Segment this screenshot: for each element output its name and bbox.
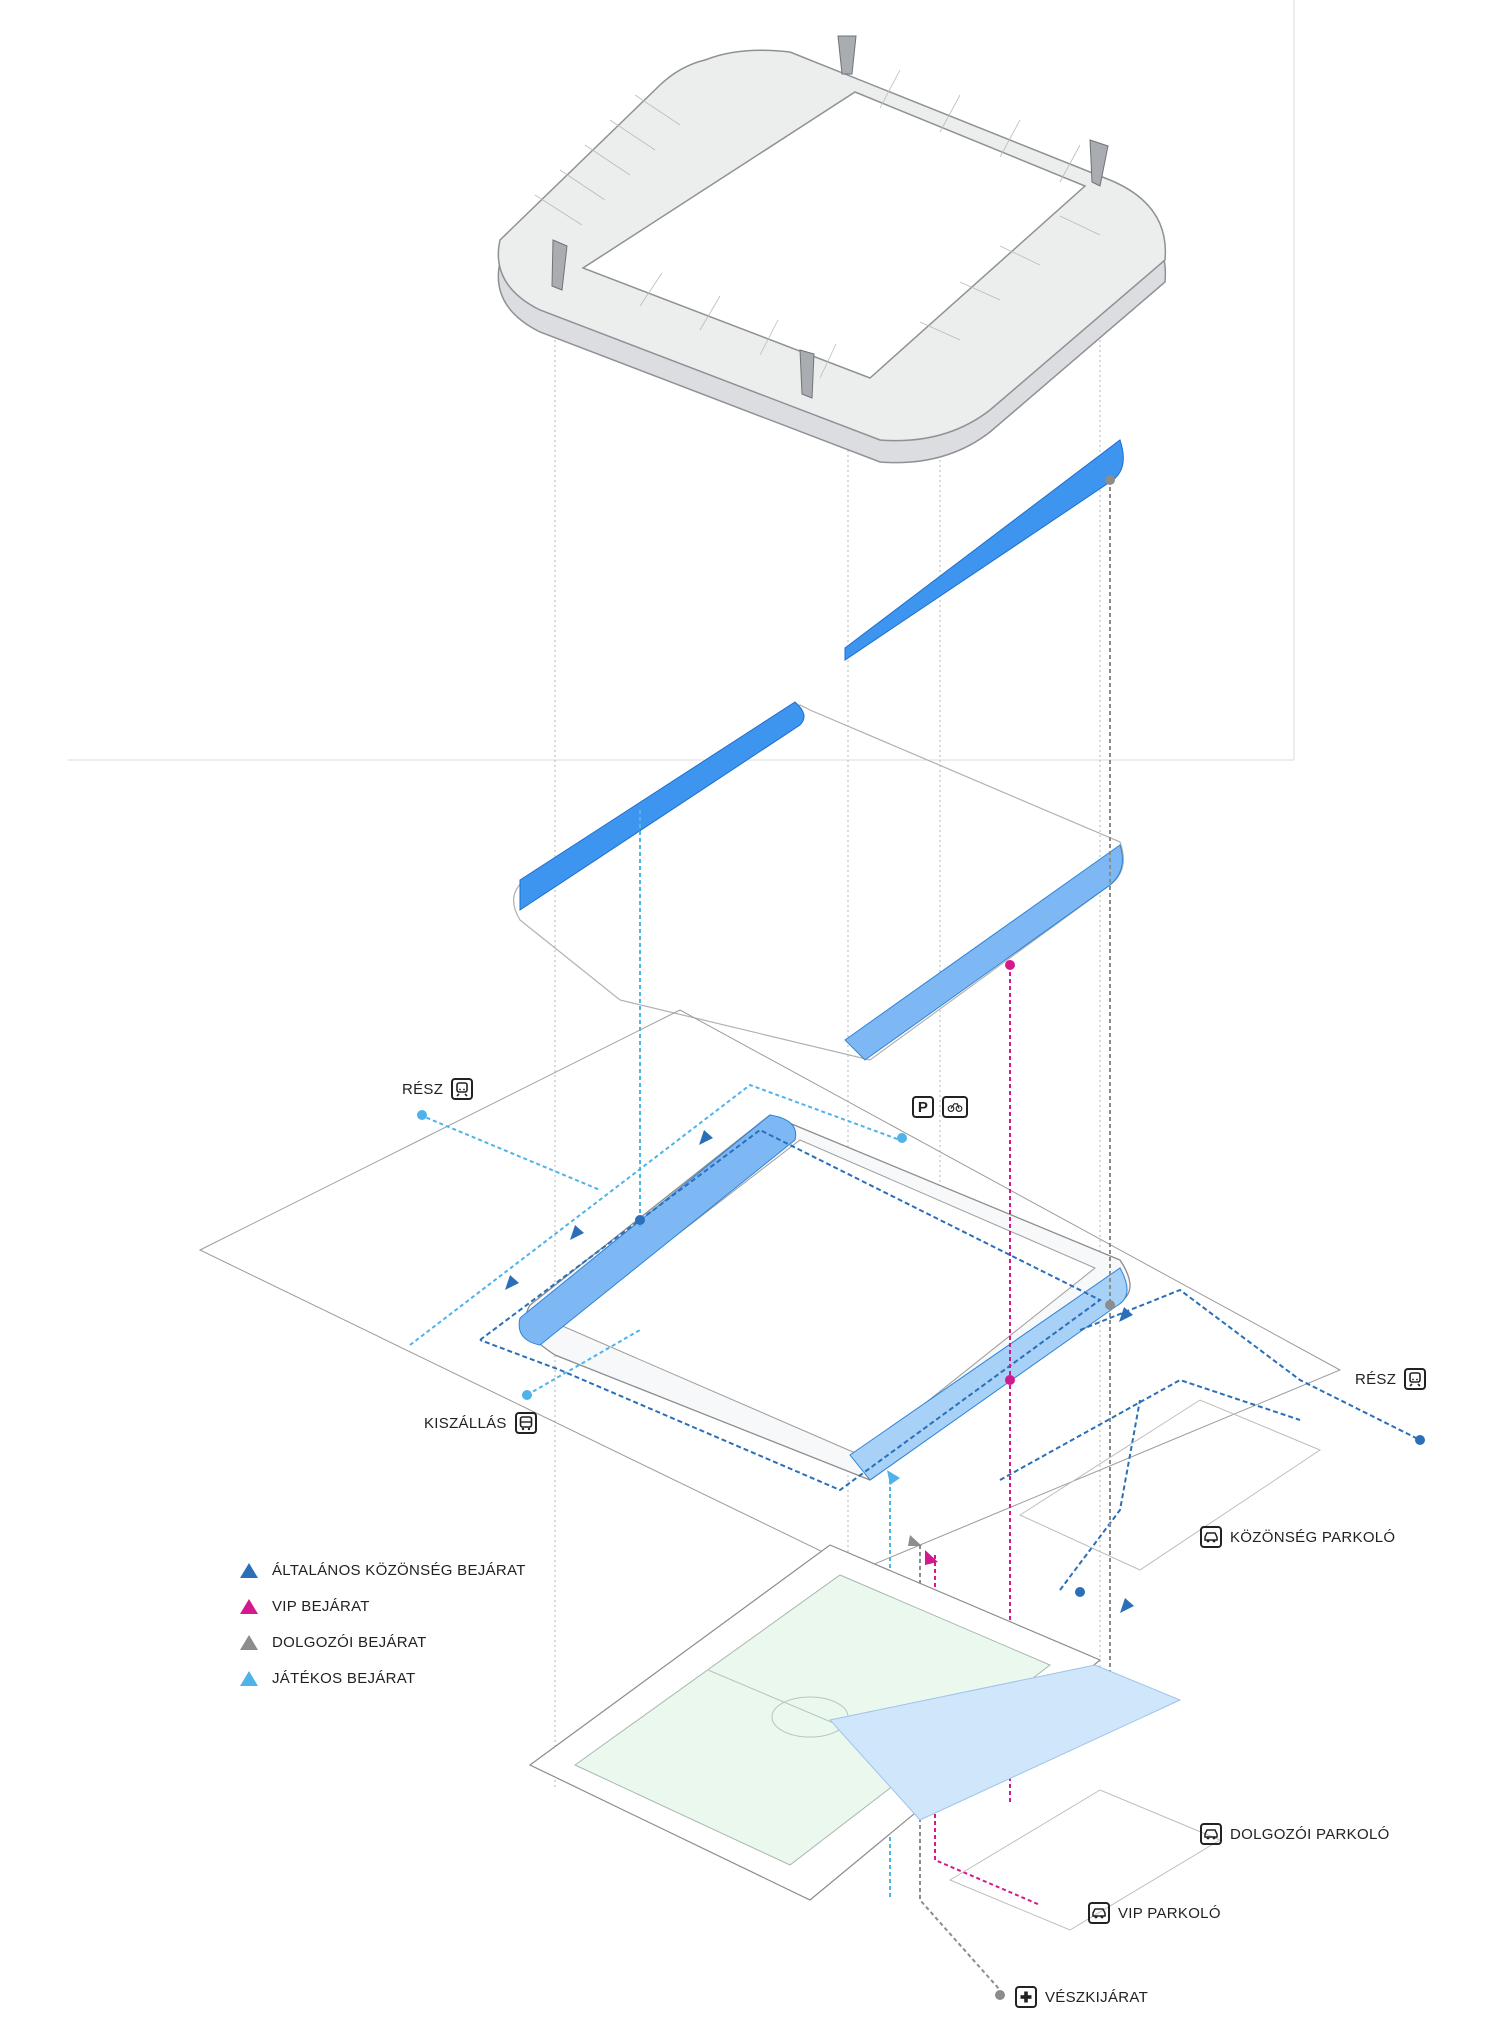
bowl-layer — [518, 1114, 1131, 1481]
entrance-legend: ÁLTALÁNOS KÖZÖNSÉG BEJÁRAT VIP BEJÁRAT D… — [240, 1552, 526, 1696]
route-general-public — [479, 1128, 1421, 1591]
legend-item-player: JÁTÉKOS BEJÁRAT — [240, 1660, 526, 1696]
legend-label: ÁLTALÁNOS KÖZÖNSÉG BEJÁRAT — [272, 1561, 526, 1579]
site-ground-plane — [198, 1009, 1342, 1571]
legend-item-vip: VIP BEJÁRAT — [240, 1588, 526, 1624]
label-vip-parkolo: VIP PARKOLÓ — [1088, 1902, 1221, 1924]
label-resz-right-text: RÉSZ — [1355, 1370, 1397, 1388]
label-dolgozoi-parkolo: DOLGOZÓI PARKOLÓ — [1200, 1823, 1390, 1845]
legend-label: JÁTÉKOS BEJÁRAT — [272, 1669, 416, 1687]
label-resz-right: RÉSZ — [1355, 1368, 1427, 1390]
label-kiszallas-text: KISZÁLLÁS — [424, 1414, 507, 1432]
legend-label: VIP BEJÁRAT — [272, 1597, 370, 1615]
label-parking-bike: P — [912, 1096, 976, 1118]
route-endpoints — [417, 475, 1425, 2000]
parking-letter: P — [917, 1098, 929, 1116]
route-staff — [919, 480, 1111, 1991]
triangle-marker-icon — [240, 1634, 258, 1650]
background-frame — [68, 0, 1295, 761]
bus-icon — [514, 1412, 537, 1434]
triangle-marker-icon — [240, 1670, 258, 1686]
roof-layer — [497, 35, 1167, 464]
car-icon — [1200, 1823, 1222, 1845]
label-kozonseg-parkolo-text: KÖZÖNSÉG PARKOLÓ — [1230, 1528, 1396, 1546]
car-icon — [1200, 1526, 1222, 1548]
train-icon — [451, 1078, 474, 1100]
label-veszkijarat: VÉSZKIJÁRAT — [1015, 1986, 1148, 2008]
triangle-marker-icon — [240, 1562, 258, 1578]
label-veszkijarat-text: VÉSZKIJÁRAT — [1045, 1988, 1149, 2006]
upper-stand-segment — [844, 439, 1124, 661]
label-resz-top: RÉSZ — [402, 1078, 474, 1100]
legend-label: DOLGOZÓI BEJÁRAT — [272, 1633, 427, 1651]
first-aid-cross-icon — [1015, 1986, 1037, 2008]
label-resz-top-text: RÉSZ — [402, 1080, 444, 1098]
label-vip-parkolo-text: VIP PARKOLÓ — [1118, 1904, 1221, 1922]
train-icon — [1404, 1368, 1427, 1390]
triangle-marker-icon — [240, 1598, 258, 1614]
label-kiszallas: KISZÁLLÁS — [424, 1412, 537, 1434]
car-icon — [1088, 1902, 1110, 1924]
entry-markers — [505, 1130, 1134, 1613]
legend-item-staff: DOLGOZÓI BEJÁRAT — [240, 1624, 526, 1660]
bicycle-icon — [942, 1096, 968, 1118]
label-kozonseg-parkolo: KÖZÖNSÉG PARKOLÓ — [1200, 1526, 1395, 1548]
label-dolgozoi-parkolo-text: DOLGOZÓI PARKOLÓ — [1230, 1825, 1390, 1843]
pitch-layer — [528, 1544, 1182, 1901]
second-tier-layer — [513, 701, 1124, 1061]
legend-item-general: ÁLTALÁNOS KÖZÖNSÉG BEJÁRAT — [240, 1552, 526, 1588]
parking-icon: P — [912, 1096, 934, 1118]
